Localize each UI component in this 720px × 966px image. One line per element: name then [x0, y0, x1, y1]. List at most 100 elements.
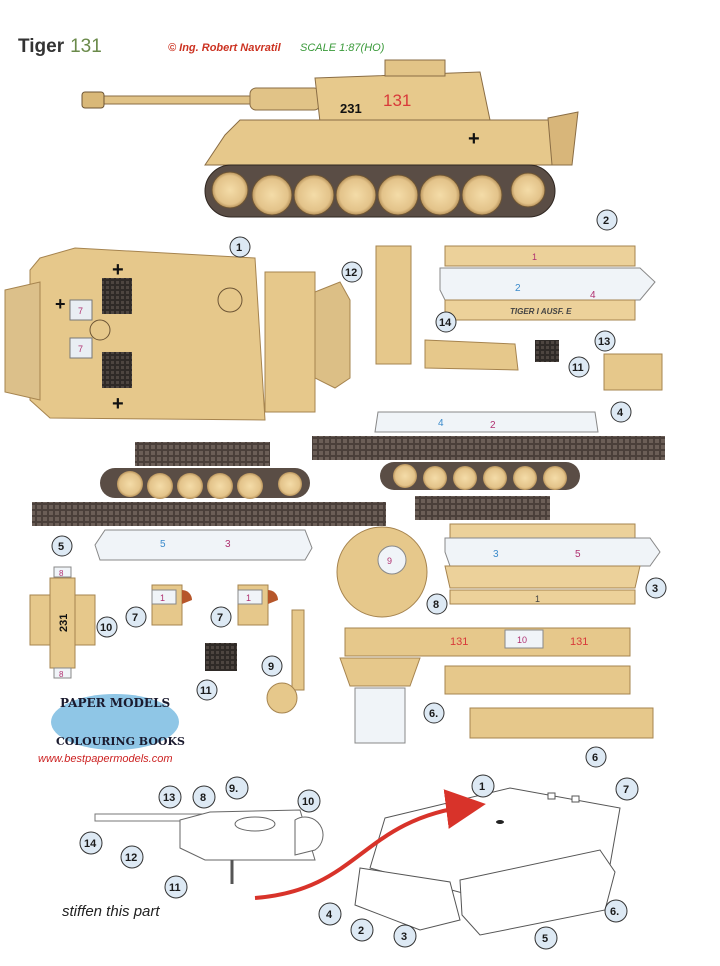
diagram-callout-2: 2: [350, 918, 374, 942]
callout-11a: 11: [568, 356, 590, 378]
svg-text:1: 1: [236, 242, 242, 254]
svg-text:8: 8: [200, 792, 206, 804]
svg-text:2: 2: [358, 925, 364, 937]
callout-7b: 7: [210, 606, 232, 628]
part-4-track-assembly: 4 2: [312, 411, 665, 520]
diagram-callout-14: 14: [79, 831, 103, 855]
track-5-label-a: 5: [160, 539, 166, 550]
stiffen-caption: stiffen this part: [62, 903, 160, 920]
diagram-callout-7: 7: [615, 777, 639, 801]
turret-number-marking: 131: [383, 91, 411, 110]
callout-1: 1: [229, 236, 251, 258]
svg-text:3: 3: [401, 931, 407, 943]
svg-text:3: 3: [652, 583, 658, 595]
box-10-bottom-tab: 8: [59, 670, 64, 679]
part-1-hull-deck: 7 7 + + +: [4, 247, 351, 421]
svg-text:14: 14: [439, 317, 452, 329]
svg-text:11: 11: [169, 882, 181, 894]
callout-2: 2: [596, 209, 618, 231]
callout-8: 8: [426, 593, 448, 615]
diagram-callout-9: 9.: [225, 776, 249, 800]
fender-2-label-top: 1: [532, 252, 537, 262]
balkenkreuz-marking: +: [468, 128, 480, 150]
turret-side-slot: 10: [517, 635, 527, 645]
svg-text:1: 1: [479, 781, 485, 793]
part-3-fender: 3 5 1: [444, 523, 661, 605]
part-7-bins: 1 1: [151, 584, 278, 626]
diagram-callout-11: 11: [164, 875, 188, 899]
callout-6b: 6: [585, 746, 607, 768]
diagram-callout-12: 12: [120, 845, 144, 869]
logo-line-2: COLOURING BOOKS: [56, 735, 185, 748]
svg-text:6: 6: [592, 752, 598, 764]
bin-7a-label: 1: [160, 593, 165, 603]
svg-text:4: 4: [326, 909, 333, 921]
svg-text:13: 13: [163, 792, 175, 804]
fender-2-label-right: 4: [590, 290, 596, 301]
svg-text:13: 13: [598, 336, 610, 348]
callout-13: 13: [594, 330, 616, 352]
diagram-callout-4: 4: [318, 902, 342, 926]
callout-5: 5: [51, 535, 73, 557]
part-7-slot-b: 7: [78, 344, 83, 354]
svg-text:5: 5: [542, 933, 548, 945]
scale-label: SCALE 1:87(HO): [300, 42, 385, 54]
part-9-cupola: [266, 609, 305, 714]
author-credit: © Ing. Robert Navratil: [168, 42, 281, 54]
part-6-strip-b: [469, 707, 654, 739]
diagram-callout-6: 6.: [604, 899, 628, 923]
bin-7b-label: 1: [246, 593, 251, 603]
diagram-callout-13: 13: [158, 785, 182, 809]
model-number: 131: [70, 36, 102, 57]
part-11-grille-b: [205, 643, 237, 671]
hull-number-marking: 231: [340, 101, 362, 116]
cross-marking-top: +: [112, 259, 124, 281]
callout-7a: 7: [125, 606, 147, 628]
turret-side-number-a: 131: [450, 636, 468, 648]
logo-line-1: PAPER MODELS: [60, 696, 170, 710]
fender-2-label-mid: 2: [515, 283, 521, 294]
box-10-marking: 231: [58, 614, 70, 632]
callout-4: 4: [610, 401, 632, 423]
fender-2-inscription: TIGER I AUSF. E: [510, 307, 572, 316]
diagram-callout-1: 1: [471, 774, 495, 798]
part-13-box: [603, 353, 663, 391]
part-callouts: 1 2 12 14 13 11 4 5 3 8 7 7 10 9 11 6. 6…: [51, 209, 667, 950]
callout-9: 9: [261, 655, 283, 677]
diagram-callout-3: 3: [393, 924, 417, 948]
svg-text:5: 5: [58, 541, 64, 553]
callout-14: 14: [435, 311, 457, 333]
cross-marking-bottom: +: [112, 393, 124, 415]
publisher-logo: PAPER MODELS COLOURING BOOKS www.bestpap…: [38, 694, 185, 765]
part-6-strip-a: [444, 665, 631, 695]
turret-top-label: 9: [387, 556, 392, 566]
fender-3-label-bottom: 1: [535, 594, 540, 604]
svg-text:7: 7: [132, 612, 138, 624]
fender-3-label-b: 5: [575, 549, 581, 560]
tank-profile-illustration: 231 131 +: [81, 59, 579, 218]
model-name: Tiger: [18, 36, 65, 57]
svg-text:10: 10: [302, 796, 314, 808]
track-4-label-a: 4: [438, 418, 444, 429]
logo-url: www.bestpapermodels.com: [38, 753, 173, 765]
svg-text:4: 4: [617, 407, 624, 419]
cross-marking-rear: +: [55, 294, 66, 314]
diagram-callout-8: 8: [192, 785, 216, 809]
fender-3-label-a: 3: [493, 549, 499, 560]
svg-text:6.: 6.: [610, 906, 619, 918]
assembly-diagram: [94, 787, 621, 936]
callout-3: 3: [645, 577, 667, 599]
track-5-label-b: 3: [225, 539, 231, 550]
svg-text:2: 2: [603, 215, 609, 227]
assembly-arrow: [254, 789, 486, 900]
svg-text:11: 11: [200, 685, 212, 697]
svg-text:9.: 9.: [229, 783, 238, 795]
svg-text:8: 8: [433, 599, 439, 611]
svg-text:9: 9: [268, 661, 274, 673]
callout-6a: 6.: [423, 702, 445, 724]
turret-side-number-b: 131: [570, 636, 588, 648]
box-10-top-tab: 8: [59, 569, 64, 578]
part-11-grille-a: [535, 340, 559, 362]
part-7-slot-a: 7: [78, 306, 83, 316]
